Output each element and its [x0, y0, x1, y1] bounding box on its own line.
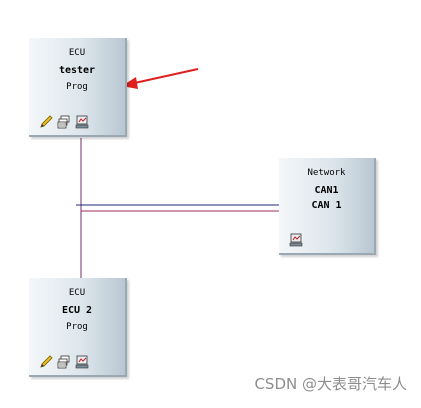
hardware-icon[interactable]	[75, 115, 89, 129]
hardware-icon[interactable]	[289, 233, 303, 247]
node-type-label: ECU	[68, 48, 86, 58]
node-icon-bar	[39, 355, 89, 369]
stack-icon[interactable]	[57, 355, 71, 369]
pencil-icon[interactable]	[39, 355, 53, 369]
ecu-node-ecu2[interactable]: ECU ECU 2 Prog	[29, 278, 127, 377]
stack-icon[interactable]	[57, 115, 71, 129]
node-icon-bar	[39, 115, 89, 129]
node-mode-label: Prog	[66, 322, 88, 332]
pencil-icon[interactable]	[39, 115, 53, 129]
node-icon-bar	[289, 233, 303, 247]
annotation-arrow-shaft	[129, 68, 199, 85]
node-type-label: ECU	[68, 288, 86, 298]
node-type-label: Network	[307, 168, 346, 178]
node-channel-label: CAN 1	[311, 200, 342, 211]
network-node-can1[interactable]: Network CAN1 CAN 1	[279, 158, 376, 255]
node-name-label: ECU 2	[61, 305, 93, 316]
node-mode-label: Prog	[66, 82, 88, 92]
watermark-text: CSDN @大表哥汽车人	[254, 375, 407, 393]
node-name-label: tester	[58, 65, 96, 76]
node-name-label: CAN1	[314, 185, 339, 196]
ecu-node-tester[interactable]: ECU tester Prog	[29, 38, 127, 137]
hardware-icon[interactable]	[75, 355, 89, 369]
